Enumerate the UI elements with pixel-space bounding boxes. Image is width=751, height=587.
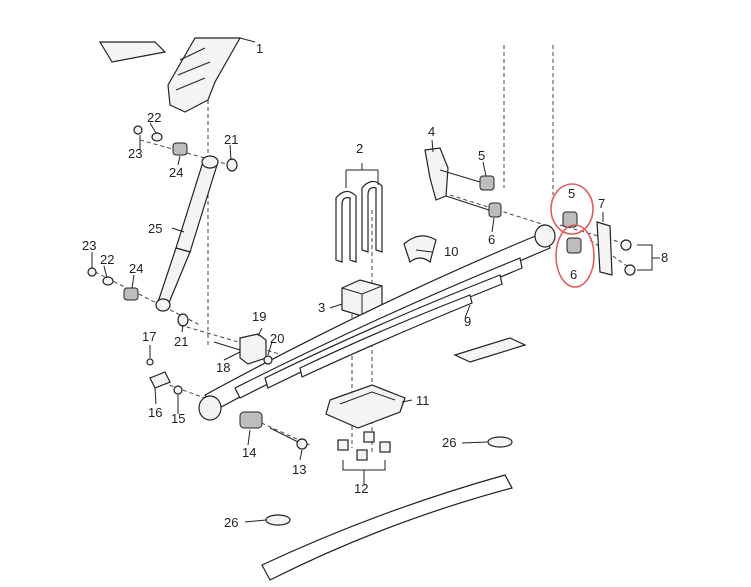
leader-lines	[91, 122, 660, 523]
highlight-circle-5	[550, 183, 594, 235]
label-1: 1	[256, 41, 263, 56]
label-13: 13	[292, 462, 306, 477]
label-15: 15	[171, 411, 185, 426]
spacer-block	[341, 279, 383, 317]
label-23-lower: 23	[82, 238, 96, 253]
shim-plate	[453, 337, 527, 363]
leaf-spring-pack	[198, 224, 556, 421]
front-hanger-bracket	[213, 333, 273, 365]
shock-absorber	[155, 155, 219, 312]
highlight-circle-6	[555, 224, 595, 288]
label-23-upper: 23	[128, 146, 142, 161]
label-4: 4	[428, 124, 435, 139]
lower-shock-hardware	[87, 267, 189, 327]
label-5-bracket: 5	[478, 148, 485, 163]
label-18: 18	[216, 360, 230, 375]
label-20: 20	[270, 331, 284, 346]
front-eye-hardware	[146, 358, 308, 450]
label-24-upper: 24	[169, 165, 183, 180]
label-10: 10	[444, 244, 458, 259]
label-12: 12	[354, 481, 368, 496]
label-3: 3	[318, 300, 325, 315]
label-21-lower: 21	[174, 334, 188, 349]
bump-stop-pads	[265, 436, 513, 526]
label-22-upper: 22	[147, 110, 161, 125]
label-16: 16	[148, 405, 162, 420]
bump-stop-cover	[403, 235, 437, 264]
spring-seat	[325, 384, 406, 429]
label-26-upper: 26	[442, 435, 456, 450]
label-7: 7	[598, 196, 605, 211]
label-6-shackle: 6	[570, 267, 577, 282]
label-26-lower: 26	[224, 515, 238, 530]
frame-bracket	[98, 37, 256, 113]
label-22-lower: 22	[100, 252, 114, 267]
label-9: 9	[464, 314, 471, 329]
u-bolt-nuts	[337, 431, 391, 484]
label-21-upper: 21	[224, 132, 238, 147]
label-6-bracket: 6	[488, 232, 495, 247]
label-2: 2	[356, 141, 363, 156]
shackle-bracket	[424, 147, 502, 218]
lower-plate	[261, 474, 513, 581]
label-25: 25	[148, 221, 162, 236]
label-14: 14	[242, 445, 256, 460]
part-labels: 1 22 21 23 24 25 23 22 24 21 2 3 4 5 6 1…	[82, 41, 668, 530]
label-17: 17	[142, 329, 156, 344]
label-8: 8	[661, 250, 668, 265]
u-bolts	[335, 163, 383, 263]
label-5-shackle: 5	[568, 186, 575, 201]
label-19: 19	[252, 309, 266, 324]
shackle-assembly	[562, 211, 653, 276]
label-11: 11	[416, 393, 430, 408]
upper-shock-hardware	[133, 125, 238, 172]
label-24-lower: 24	[129, 261, 143, 276]
